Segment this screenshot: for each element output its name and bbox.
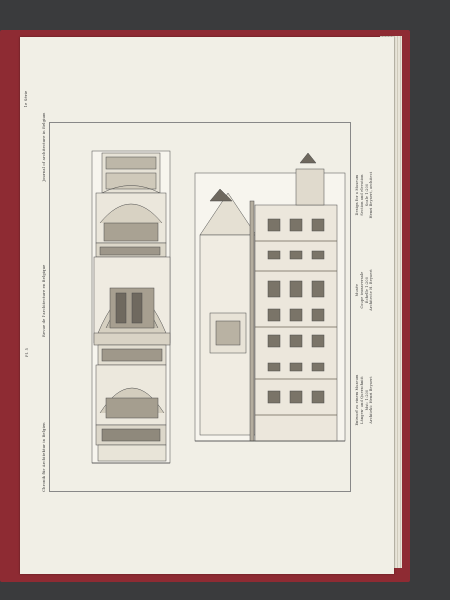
caption-left-line-4: Architekt: Henri Beyaert — [369, 376, 374, 424]
plate-number: Pl. 5 — [25, 347, 29, 357]
plate-frame — [49, 122, 351, 492]
caption-right-line-4: Henri Beyaert, architect — [369, 171, 374, 219]
caption-center-line-4: Architecte H. Beyaert — [369, 269, 374, 311]
header-de: Chronik für Architektur in Belgien — [42, 422, 46, 492]
header-fr: Revue de l'architecture en Belgique — [42, 264, 46, 337]
caption-right: Design for a Museum Section and elevatio… — [355, 155, 374, 235]
architectural-drawing — [91, 150, 346, 464]
header-en: Journal of architecture in Belgium — [42, 112, 46, 182]
caption-center: Musée Coupe transversale Échelle 1:200 A… — [355, 250, 374, 330]
caption-left: Entwurf zu einem Museum Längen- und Quer… — [355, 355, 374, 445]
series-label: 1e Série — [24, 90, 28, 108]
